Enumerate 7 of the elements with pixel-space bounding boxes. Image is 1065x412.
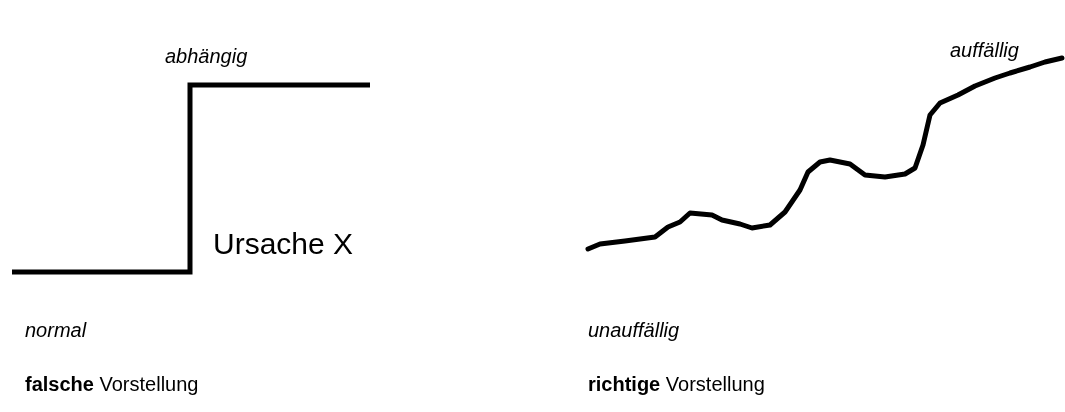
axis-label: auffällig	[950, 38, 1019, 62]
axis-label: unauffällig	[588, 318, 680, 342]
axis-label: abhängig	[165, 44, 248, 68]
caption-text: falsche Vorstellung	[25, 372, 199, 396]
cause-label: Ursache X	[213, 226, 354, 262]
caption-text: richtige Vorstellung	[588, 372, 765, 396]
axis-label: normal	[25, 318, 87, 342]
